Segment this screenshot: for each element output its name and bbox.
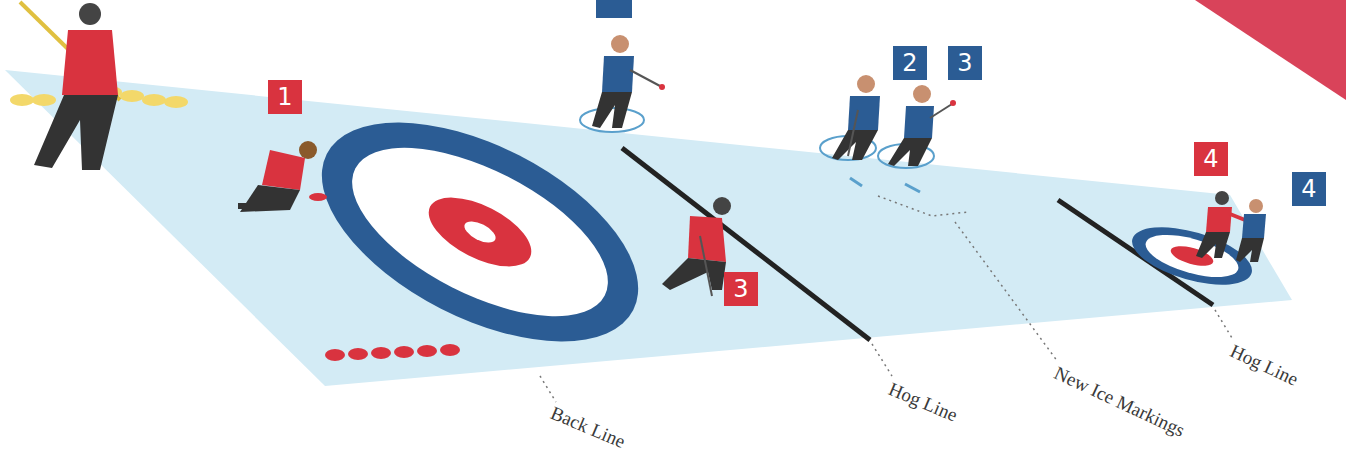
hog-line bbox=[622, 148, 870, 340]
callout-number: 3 bbox=[733, 277, 748, 301]
callout-number: 3 bbox=[957, 51, 972, 75]
callout-box: 4 bbox=[1194, 142, 1228, 176]
red-player-thrower bbox=[238, 141, 327, 212]
red-player-standing bbox=[20, 2, 120, 170]
blue-player-skip bbox=[580, 35, 665, 132]
line-label: Hog Line bbox=[1227, 340, 1302, 390]
callout-box: 3 bbox=[948, 46, 982, 80]
blue-player-3 bbox=[878, 85, 956, 168]
callout-box-cut bbox=[596, 0, 632, 18]
callout-box: 2 bbox=[893, 46, 927, 80]
line-label: Back Line bbox=[547, 402, 628, 453]
line-label: Hog Line bbox=[885, 378, 960, 426]
blue-player-far bbox=[1236, 199, 1266, 262]
red-stones bbox=[325, 344, 460, 361]
ice-sheet bbox=[5, 70, 1292, 386]
ice-markings bbox=[850, 178, 920, 192]
callout-box: 4 bbox=[1292, 172, 1326, 206]
callout-box: 1 bbox=[268, 80, 302, 114]
callout-box: 3 bbox=[724, 272, 758, 306]
callout-number: 4 bbox=[1203, 147, 1218, 171]
corner-band bbox=[1195, 0, 1346, 100]
callout-number: 2 bbox=[902, 51, 917, 75]
callout-number: 1 bbox=[277, 85, 292, 109]
blue-player-2 bbox=[820, 75, 880, 160]
leader-lines bbox=[540, 196, 1232, 402]
house bbox=[288, 77, 673, 386]
red-player-sweeper bbox=[662, 197, 731, 296]
line-label: New Ice Markings bbox=[1051, 362, 1188, 442]
callout-number: 4 bbox=[1301, 177, 1316, 201]
